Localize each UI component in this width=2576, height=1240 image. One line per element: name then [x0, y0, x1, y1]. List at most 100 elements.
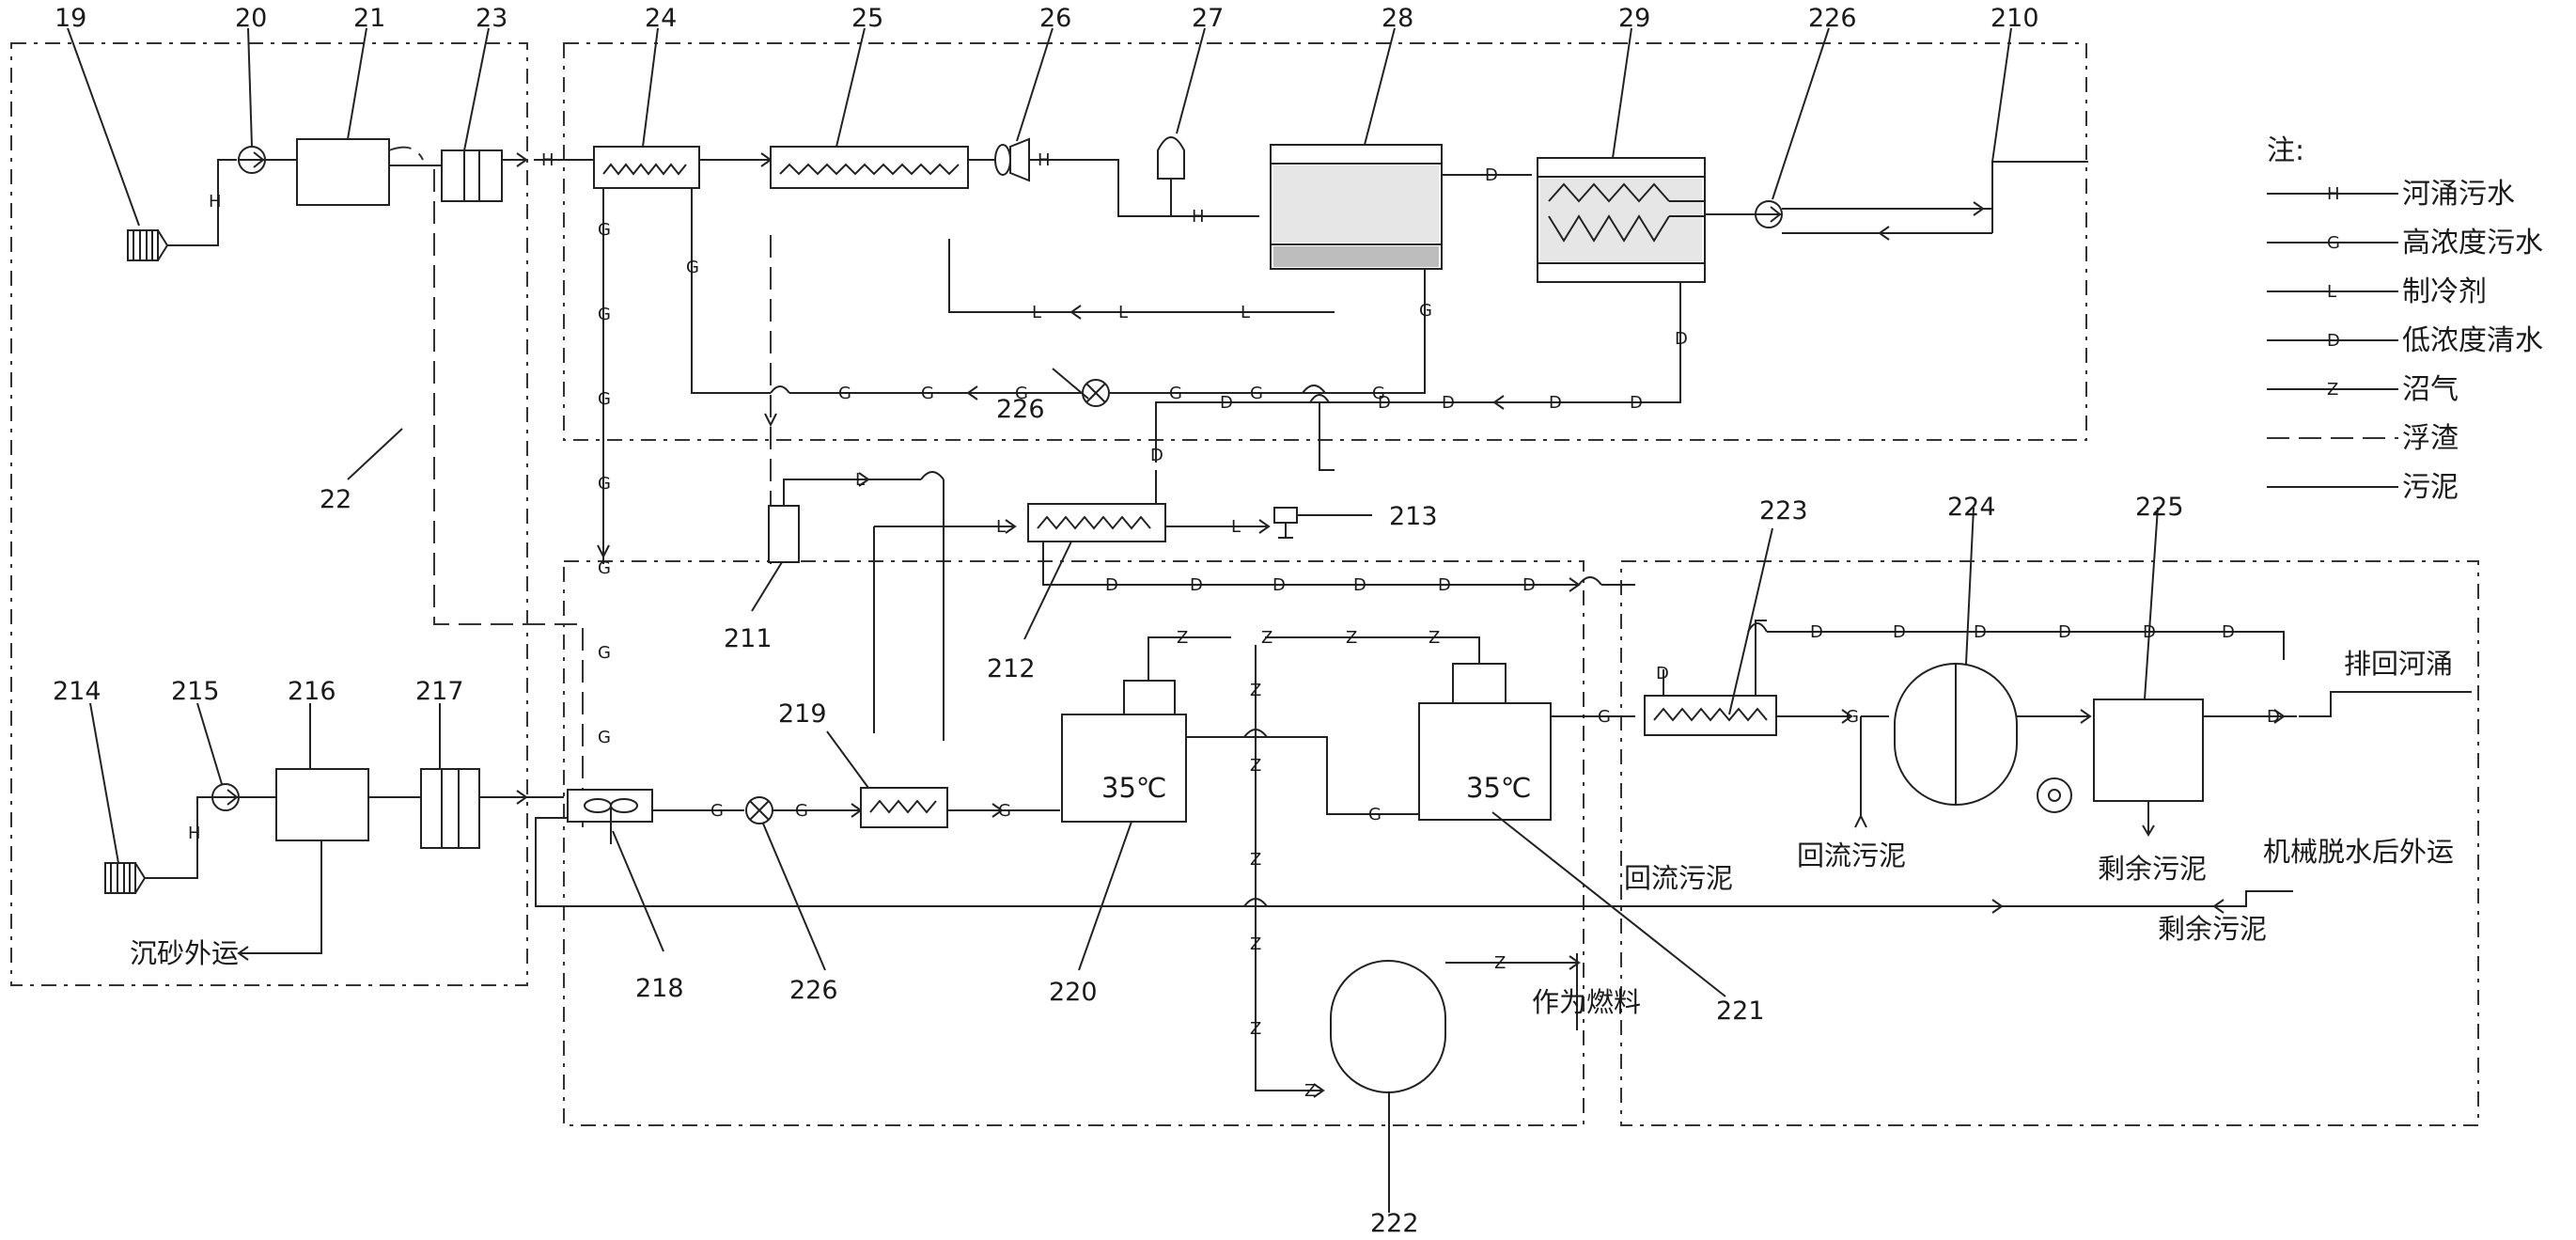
svg-text:D: D: [1353, 575, 1366, 595]
svg-text:H: H: [541, 150, 554, 170]
temp-221: 35℃: [1466, 772, 1531, 804]
heat-exchanger-223: [1644, 695, 1777, 736]
aeration-tank-224: [1894, 663, 2072, 813]
heat-exchanger-24: [593, 146, 700, 189]
svg-text:D: D: [1272, 575, 1286, 595]
fuel-label: 作为燃料: [1532, 986, 1641, 1018]
label-215: 215: [171, 677, 220, 706]
digester-221: [1418, 663, 1552, 821]
svg-text:G: G: [1419, 301, 1432, 321]
gas-holder-222: [1330, 960, 1446, 1093]
label-217: 217: [415, 677, 464, 706]
mixer-218: [567, 789, 653, 844]
label-211: 211: [724, 624, 773, 653]
pump-215: [211, 783, 240, 811]
svg-text:G: G: [795, 801, 808, 821]
svg-text:G: G: [838, 384, 851, 403]
legend-label-low-conc: 低浓度清水: [2402, 324, 2543, 357]
label-24: 24: [645, 4, 677, 33]
svg-text:D: D: [2143, 622, 2156, 642]
label-222: 222: [1370, 1209, 1419, 1238]
svg-text:Z: Z: [1250, 1019, 1261, 1039]
grille-217: [420, 768, 480, 849]
svg-text:H: H: [1038, 150, 1051, 170]
pump-226-top: [1755, 200, 1783, 228]
return-sludge-label-2: 回流污泥: [1797, 840, 1906, 871]
label-226-mid: 226: [996, 395, 1045, 424]
svg-text:G: G: [921, 384, 934, 403]
svg-text:D: D: [1150, 446, 1163, 465]
svg-text:G: G: [998, 801, 1011, 821]
label-213: 213: [1389, 502, 1438, 531]
label-212: 212: [987, 654, 1036, 683]
legend-code-g: G: [2327, 233, 2340, 253]
svg-text:Z: Z: [1429, 628, 1440, 648]
label-218: 218: [635, 974, 684, 1003]
label-219: 219: [778, 699, 827, 729]
pump-226-mid: [1082, 379, 1110, 407]
temp-220: 35℃: [1101, 772, 1166, 804]
svg-text:G: G: [1250, 384, 1263, 403]
svg-text:D: D: [1675, 329, 1688, 349]
svg-text:G: G: [598, 474, 611, 494]
label-214: 214: [53, 677, 101, 706]
svg-text:D: D: [1522, 575, 1536, 595]
label-226-top: 226: [1808, 4, 1857, 33]
svg-text:D: D: [2267, 707, 2280, 727]
svg-text:H: H: [1192, 207, 1205, 227]
svg-text:H: H: [209, 192, 222, 212]
label-22: 22: [320, 485, 351, 514]
legend-lines: [2267, 193, 2398, 488]
valve-213: [1273, 507, 1298, 539]
label-21: 21: [353, 4, 385, 33]
svg-text:Z: Z: [1250, 850, 1261, 870]
legend-label-refrigerant: 制冷剂: [2402, 275, 2487, 308]
legend-label-high-conc: 高浓度污水: [2402, 227, 2543, 259]
discharge-label: 排回河涌: [2344, 648, 2453, 680]
svg-text:L: L: [996, 517, 1006, 537]
svg-text:Z: Z: [1250, 934, 1261, 954]
tank-211: [768, 505, 800, 563]
legend-label-scum: 浮渣: [2402, 422, 2459, 455]
legend-label-sludge: 污泥: [2402, 471, 2459, 504]
label-27: 27: [1192, 4, 1224, 33]
leader-lines: [67, 27, 2159, 997]
biofilter-28: [1270, 144, 1443, 270]
svg-text:G: G: [598, 389, 611, 409]
legend-title: 注:: [2267, 134, 2304, 167]
svg-text:Z: Z: [1250, 681, 1261, 700]
label-216: 216: [288, 677, 336, 706]
label-28: 28: [1382, 4, 1413, 33]
svg-text:D: D: [2222, 622, 2235, 642]
label-25: 25: [851, 4, 883, 33]
turbine-26: [994, 137, 1030, 182]
zone-aerobic: [1620, 560, 2479, 1126]
svg-text:G: G: [1368, 805, 1382, 824]
svg-text:D: D: [1220, 393, 1233, 413]
intake-screen-214: [104, 862, 147, 894]
svg-text:G: G: [1372, 384, 1385, 403]
excess-sludge-label-2: 剩余污泥: [2158, 913, 2267, 945]
svg-text:G: G: [686, 258, 699, 277]
svg-text:D: D: [1485, 165, 1498, 185]
svg-text:G: G: [1846, 707, 1859, 727]
svg-text:Z: Z: [1177, 628, 1188, 648]
pump-226-bottom: [745, 796, 773, 824]
zone-anaerobic: [563, 560, 1585, 1126]
digester-220: [1061, 680, 1187, 823]
svg-text:D: D: [1105, 575, 1118, 595]
dewater-out-label: 机械脱水后外运: [2263, 836, 2454, 868]
svg-text:Z: Z: [1261, 628, 1272, 648]
label-19: 19: [55, 4, 86, 33]
label-26: 26: [1039, 4, 1071, 33]
label-23: 23: [476, 4, 507, 33]
intake-screen-19: [127, 229, 169, 261]
component-labels: 19 20 21 23 24 25 26 27 28 29 226 210 22…: [53, 4, 2184, 1238]
svg-text:D: D: [1378, 393, 1391, 413]
tank-216: [275, 768, 369, 841]
legend: 注: H G L D Z 河涌污水 高浓度污水 制冷剂 低浓度清水 沼气 浮渣 …: [2267, 134, 2543, 504]
label-225: 225: [2135, 493, 2184, 522]
svg-text:D: D: [1893, 622, 1906, 642]
vessel-27: [1157, 136, 1185, 216]
